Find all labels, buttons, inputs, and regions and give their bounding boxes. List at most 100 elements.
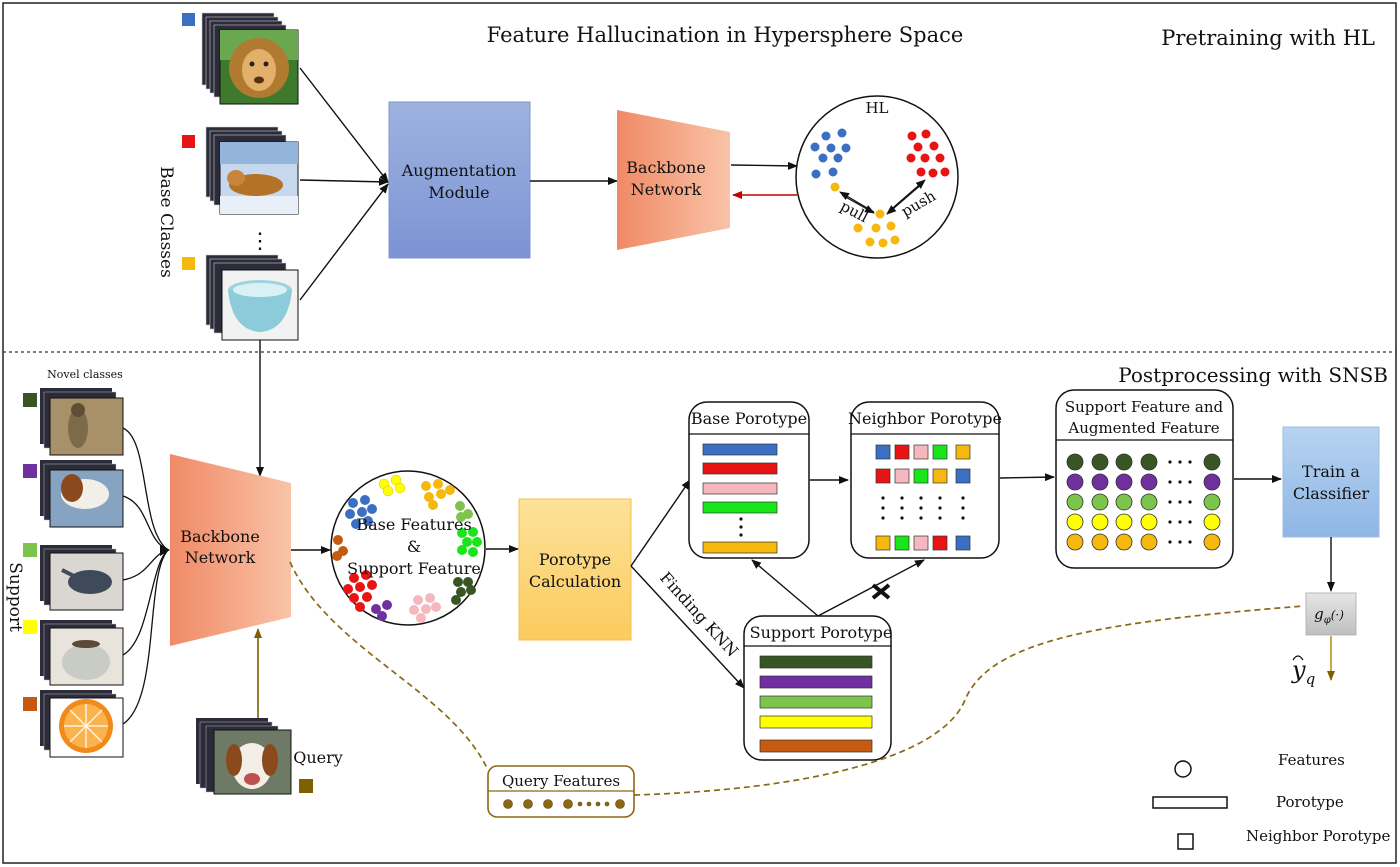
protocalc-label-1: Porotype [539,550,611,569]
ellipsis-dot [1188,520,1192,524]
backbone-network-bottom [170,454,291,646]
protocalc-label-2: Calculation [529,572,621,591]
class-marker-yellow [182,257,195,270]
query-features-box: Query Features [487,765,635,818]
query-marker [299,779,313,793]
ellipsis-dot [1178,500,1182,504]
image-stack-dog-snow [205,126,299,215]
arrow-protocalc-to-support [630,565,745,689]
arrow-protocalc-to-base [630,479,691,567]
legend: Features Porotype Neighbor Porotype [1152,751,1390,850]
ellipsis-dot [1168,520,1172,524]
features-circle-label-2: & [407,537,421,556]
augmented-feature-dot [1091,473,1109,491]
support-label: Support [5,562,25,632]
support-marker-orange [23,697,37,711]
backbone-bottom-label-2: Network [185,548,256,567]
arrow-lion-to-aug [299,67,389,183]
ellipsis-dot [1188,460,1192,464]
augmented-feature-dot [1140,493,1158,511]
query-label: Query [293,748,343,767]
augmented-feature-dot [1140,533,1158,551]
support-image-beagle [40,460,124,528]
hl-label: HL [865,99,888,117]
legend-feature-icon [1174,760,1192,778]
base-prototype-box: Base Porotype [688,401,810,559]
ellipsis-dot [1188,540,1192,544]
ellipsis-dot [1168,460,1172,464]
base-prototype-title: Base Porotype [691,409,807,428]
support-image-beetle [40,545,124,611]
backbone-network-top [617,110,730,250]
support-image-meerkat [40,388,124,456]
augmented-feature-dot [1203,473,1221,491]
ellipsis-dot [1168,500,1172,504]
dashed-backbone-to-query-features [289,561,489,771]
arrow-support-to-base [751,559,819,617]
base-classes-label: Base Classes [156,166,176,278]
augmented-feature-dot [1066,533,1084,551]
support-augmented-feature-box: Support Feature and Augmented Feature [1055,389,1234,569]
support-prototype-title: Support Porotype [750,623,893,642]
augmented-feature-dot [1091,493,1109,511]
support-to-backbone-curves [122,427,169,725]
excluded-cross-icon [871,583,891,600]
augmented-feature-dot [1066,473,1084,491]
query-features-title: Query Features [502,772,620,790]
support-arrowhead [160,544,170,556]
support-marker-darkgreen [23,393,37,407]
support-marker-lightgreen [23,543,37,557]
augmented-feature-dot [1115,513,1133,531]
neighbor-prototype-title: Neighbor Porotype [848,409,1002,428]
augmented-feature-dot [1066,493,1084,511]
ellipsis-dot [1178,540,1182,544]
arrow-neighbor-to-augmented [999,473,1055,482]
ellipsis-dot [1178,460,1182,464]
ellipsis-dot [1178,520,1182,524]
train-classifier-box [1282,426,1380,538]
augmented-feature-dot [1091,533,1109,551]
augmented-feature-dot [1140,453,1158,471]
augmented-feature-dot [1115,453,1133,471]
support-marker-yellow [23,620,37,634]
classifier-function-label: gφ(·) [1314,605,1344,626]
support-prototype-box: Support Porotype [743,615,893,761]
augmented-feature-dot [1091,513,1109,531]
support-image-vase [40,620,124,686]
augmented-feature-dot [1115,473,1133,491]
augmented-feature-dot [1091,453,1109,471]
prototype-calculation-box [518,498,632,641]
legend-porotype-icon [1152,796,1228,809]
title-postprocessing: Postprocessing with SNSB [1118,363,1388,387]
neighbor-prototype-box: Neighbor Porotype [848,401,1002,559]
class-marker-red [182,135,195,148]
arrow-cup-to-aug [299,183,389,301]
ellipsis-dot [1168,480,1172,484]
augmentation-module [388,101,531,259]
legend-porotype-label: Porotype [1276,793,1344,811]
image-stack-lion [201,12,299,105]
arrow-dog-to-aug [299,177,389,186]
augmentation-label-1: Augmentation [401,161,517,180]
legend-features-label: Features [1278,751,1345,769]
augmented-feature-dot [1203,493,1221,511]
prediction-yq: yq [1291,655,1315,688]
finding-knn-label: Finding KNN [656,568,742,661]
ellipsis-dot [1188,480,1192,484]
augmented-feature-dot [1203,513,1221,531]
train-label-1: Train a [1302,462,1360,481]
augmented-feature-dot [1115,533,1133,551]
augmented-feature-dot [1066,453,1084,471]
legend-neighbor-label: Neighbor Porotype [1246,827,1390,845]
support-marker-purple [23,464,37,478]
dashed-query-features-to-classifier [633,605,1305,796]
arrow-support-to-neighbor [817,559,925,617]
title-hypersphere: Feature Hallucination in Hypersphere Spa… [487,23,964,47]
class-marker-blue [182,13,195,26]
ellipsis-dot [1168,540,1172,544]
backbone-top-label-2: Network [631,180,702,199]
augmented-title-1: Support Feature and [1065,398,1224,416]
